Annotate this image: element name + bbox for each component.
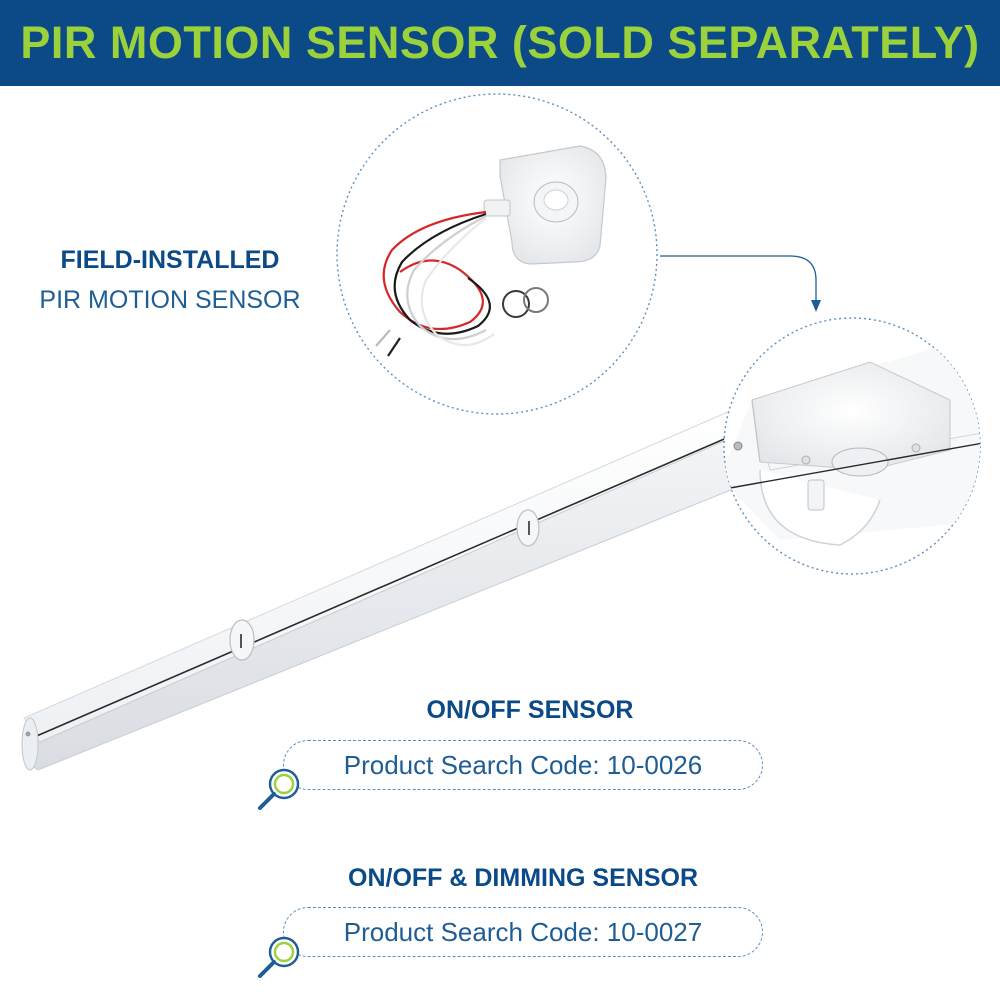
sensor-wires [375, 210, 495, 357]
on-off-sensor-title: ON/OFF SENSOR [426, 696, 634, 724]
on-off-dimming-sensor-title: ON/OFF & DIMMING SENSOR [348, 864, 698, 892]
product-code-text-1: Product Search Code: 10-0026 [343, 749, 703, 780]
magnifier-icon [258, 768, 300, 810]
mounting-rings [502, 287, 549, 318]
pir-motion-sensor-label: PIR MOTION SENSOR [39, 286, 301, 314]
product-code-box-1[interactable]: Product Search Code: 10-0026 [283, 740, 763, 790]
mounting-slot-2 [516, 509, 540, 547]
field-installed-label: FIELD-INSTALLED [60, 246, 280, 274]
magnifier-icon [258, 936, 300, 978]
banner-title: PIR MOTION SENSOR (SOLD SEPARATELY) [20, 17, 980, 68]
sensor-product-detail [336, 93, 658, 415]
sensor-zoom-detail [723, 317, 981, 575]
callout-arrow [660, 255, 821, 312]
product-code-box-2[interactable]: Product Search Code: 10-0027 [283, 907, 763, 957]
header-banner: PIR MOTION SENSOR (SOLD SEPARATELY) [0, 0, 1000, 86]
linear-fixture [21, 397, 801, 771]
pir-sensor-module [483, 145, 607, 265]
product-code-text-2: Product Search Code: 10-0027 [343, 916, 703, 947]
mounting-slot-1 [229, 619, 255, 661]
